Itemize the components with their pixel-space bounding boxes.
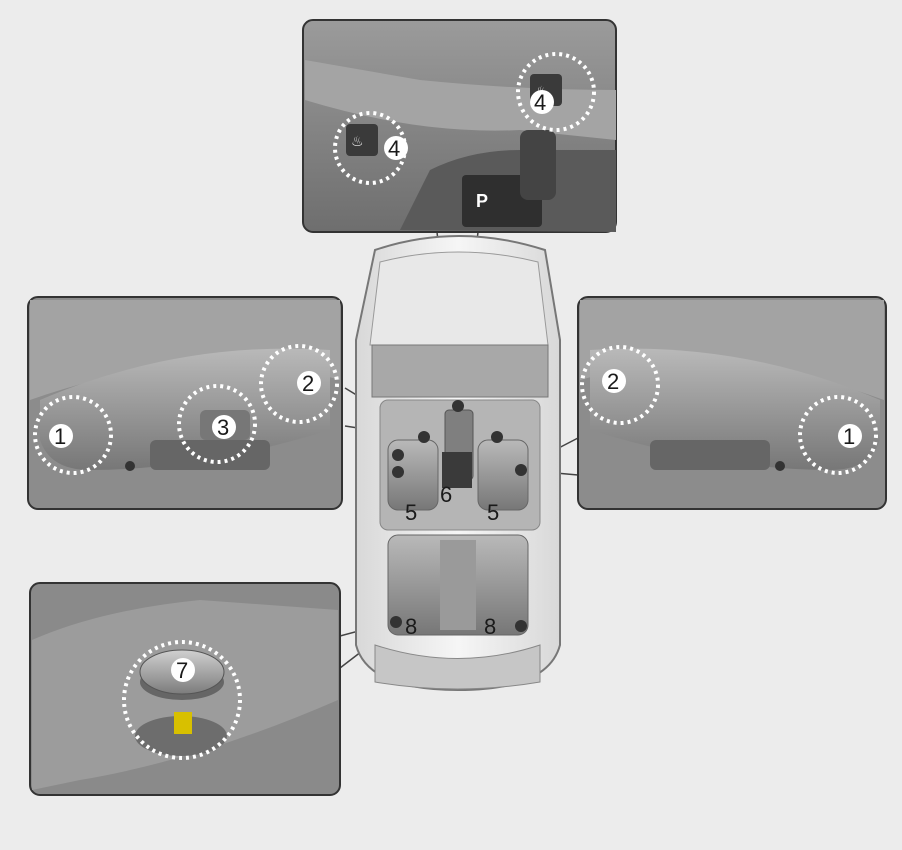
label-4-right: 4: [534, 90, 546, 115]
label-7-group: 7: [171, 658, 195, 683]
label-8-left: 8: [405, 614, 417, 639]
label-4-right-group: 4: [530, 90, 554, 115]
label-1-left: 1: [54, 424, 66, 449]
right-seat-panel: [577, 296, 887, 510]
label-2-right-group: 2: [602, 369, 626, 394]
label-2-left-group: 2: [297, 371, 321, 396]
label-8-right: 8: [484, 614, 496, 639]
label-4-left-group: 4: [384, 136, 408, 161]
label-4-left: 4: [388, 136, 400, 161]
label-7: 7: [176, 658, 188, 683]
console-panel: P ♨ ♨: [302, 19, 617, 233]
label-1-left-group: 1: [49, 424, 73, 449]
car-top-view: [355, 235, 561, 692]
label-2-left: 2: [302, 371, 314, 396]
label-6: 6: [440, 482, 452, 507]
label-3-left: 3: [217, 415, 229, 440]
label-1-right: 1: [843, 424, 855, 449]
label-2-right: 2: [607, 369, 619, 394]
left-seat-panel: [27, 296, 343, 510]
label-5-left: 5: [405, 500, 417, 525]
label-3-left-group: 3: [212, 415, 236, 440]
seat-heater-icon-left: ♨: [351, 134, 364, 150]
label-5-right: 5: [487, 500, 499, 525]
door-lock-panel: [29, 582, 341, 796]
gear-p-label: P: [476, 191, 488, 211]
label-1-right-group: 1: [838, 424, 862, 449]
